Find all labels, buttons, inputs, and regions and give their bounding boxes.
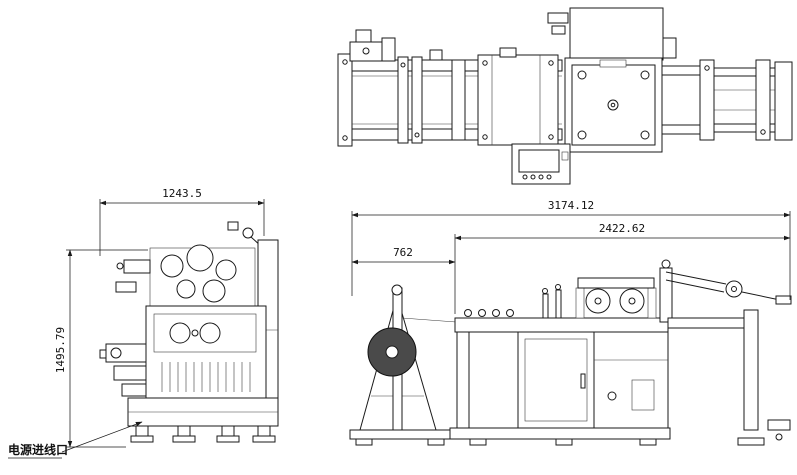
overhead-unit: [547, 7, 664, 61]
control-panel: [511, 143, 571, 185]
dimension-side-width: 1243.5: [99, 187, 265, 256]
panel-screen: [518, 149, 560, 173]
electrical-cabinet: [517, 331, 595, 429]
roller-cluster: [149, 244, 256, 307]
die-station: [564, 37, 677, 153]
dimension-overall-length: 3174.12: [351, 199, 791, 300]
front-base: [449, 427, 671, 446]
left-leg: [456, 331, 470, 429]
front-view: [349, 259, 792, 446]
left-upper-attachments: [115, 259, 151, 293]
leader-line: [61, 421, 143, 453]
material-stand: [349, 284, 451, 446]
machine-body: [145, 305, 267, 399]
power-inlet-label: 电源进线口: [8, 442, 68, 457]
top-sensor: [227, 221, 263, 248]
roller-pair: [397, 49, 443, 144]
panel-button: [546, 174, 552, 180]
rewind-arm: [659, 259, 792, 323]
feed-motor-assembly: [349, 29, 396, 62]
side-view: [99, 221, 279, 443]
right-frame: [667, 309, 791, 446]
dim-side-height-text: 1495.79: [54, 327, 67, 373]
bolt-circles: [577, 70, 650, 140]
left-end-plate: [337, 53, 353, 147]
panel-button: [530, 174, 536, 180]
leveling-feet: [130, 425, 276, 443]
dim-side-width-text: 1243.5: [162, 187, 202, 200]
rewind-assembly: [699, 59, 793, 141]
dimension-side-height: 1495.79: [54, 249, 148, 448]
outfeed-rails: [661, 65, 703, 135]
panel-button: [538, 174, 544, 180]
power-inlet-annotation: 电源进线口: [8, 421, 143, 459]
feeder-station: [575, 277, 657, 319]
dimension-uncoiler-length: 762: [351, 246, 456, 265]
feeder-frame: [477, 47, 559, 146]
dimension-body-length: 2422.62: [454, 222, 791, 314]
dim-body-length-text: 2422.62: [599, 222, 645, 235]
guide-roller: [451, 59, 466, 141]
top-view: [337, 7, 793, 185]
panel-button: [522, 174, 528, 180]
left-lower-attachments: [99, 343, 147, 397]
dim-uncoiler-length-text: 762: [393, 246, 413, 259]
feed-table: [454, 284, 669, 333]
machine-column: [593, 331, 669, 429]
machine-base: [127, 397, 279, 443]
vent-grille: [161, 362, 251, 392]
dim-overall-length-text: 3174.12: [548, 199, 594, 212]
cabinet-handle: [580, 373, 586, 389]
